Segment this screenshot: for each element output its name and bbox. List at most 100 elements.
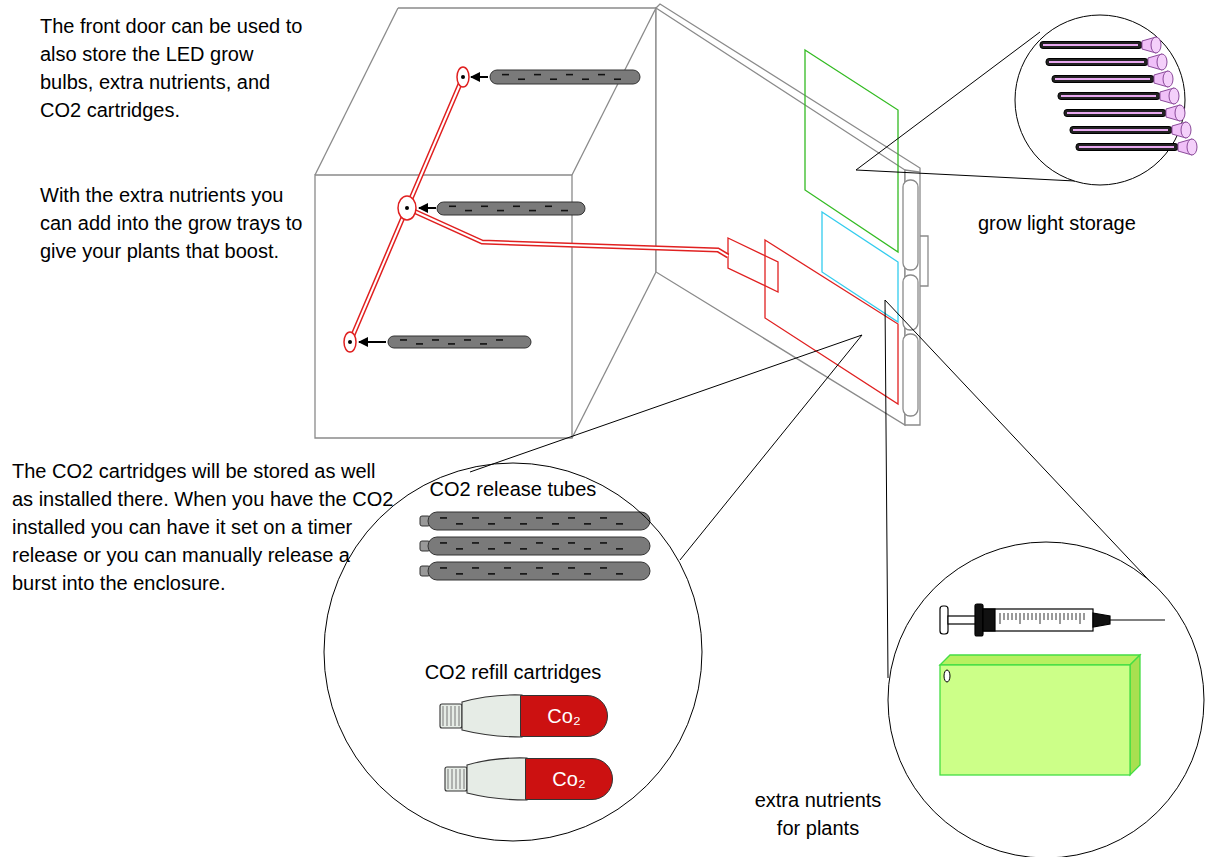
syringe (948, 616, 978, 624)
tube-hole (456, 523, 463, 525)
thread-line (460, 769, 461, 789)
tube-hole (529, 210, 536, 212)
enclosure-outline (315, 8, 398, 175)
front-door (920, 236, 928, 286)
tube-hole (600, 567, 607, 569)
scale-tick (1060, 613, 1061, 624)
scale-tick (1056, 613, 1057, 620)
callout-circle (1015, 15, 1185, 185)
cartridge-neck (440, 704, 462, 728)
tube-hole (488, 573, 495, 575)
scale-tick (1084, 613, 1085, 620)
tube-hole (504, 567, 511, 569)
thread-line (448, 769, 449, 789)
scale-tick (1024, 613, 1025, 620)
tube-hole (616, 548, 623, 550)
callout-heading: CO2 release tubes (323, 477, 703, 501)
tube-hole (614, 78, 621, 80)
scale-tick (1048, 613, 1049, 620)
front-door (903, 334, 918, 416)
tube-hole (568, 542, 575, 544)
scale-tick (1068, 613, 1069, 620)
bulb-body (1052, 76, 1154, 83)
syringe (983, 609, 1093, 631)
tube-body (428, 512, 650, 530)
leader-line (885, 300, 888, 678)
front-door (656, 8, 905, 425)
tube-hole (472, 542, 479, 544)
bulb-cap (1151, 37, 1161, 53)
front-door (903, 180, 918, 270)
description-text: The front door can be used to also store… (40, 12, 308, 124)
tube-hole (552, 573, 559, 575)
scale-tick (1036, 613, 1037, 620)
enclosure-outline (398, 7, 656, 8)
tube-hole (472, 517, 479, 519)
scale-tick (1020, 613, 1021, 624)
scale-tick (1044, 613, 1045, 620)
syringe-scale (1000, 613, 1084, 624)
tube-hole (536, 567, 543, 569)
nutrient-pack (944, 670, 950, 682)
bulb-body (1076, 144, 1178, 151)
note-box: grow light storage (978, 209, 1208, 237)
bulb-cap (1157, 54, 1167, 70)
syringe (983, 609, 995, 631)
bulb-body (1070, 127, 1172, 134)
tube-hole (582, 78, 589, 80)
thread-line (451, 706, 452, 726)
thread-line (456, 769, 457, 789)
scale-tick (1004, 613, 1005, 620)
tube-hole (550, 78, 557, 80)
callout-heading: CO2 refill cartridges (323, 660, 703, 684)
attach-arrow (419, 207, 436, 209)
tube-hole (568, 517, 575, 519)
tube-hole (496, 339, 503, 341)
scale-tick (1064, 613, 1065, 620)
tube-hole (584, 548, 591, 550)
tube-hole (616, 573, 623, 575)
tube-hole (400, 339, 407, 341)
cartridge-neck (467, 758, 527, 800)
tube-hole (552, 523, 559, 525)
bulb-body (1040, 42, 1142, 49)
scale-tick (1008, 613, 1009, 620)
tube-hole (456, 548, 463, 550)
bulb-glow (1079, 146, 1174, 148)
scale-tick (1028, 613, 1029, 620)
bulb-body (1046, 59, 1148, 66)
tube-hole (536, 542, 543, 544)
tube-body (428, 562, 650, 580)
tube-hole (568, 567, 575, 569)
syringe (940, 604, 1165, 636)
nutrient-pack (940, 655, 1140, 665)
scale-tick (1012, 613, 1013, 620)
front-door (656, 4, 920, 172)
tube-hole (504, 517, 511, 519)
nutrient-pack (940, 655, 1140, 775)
tube-hole (448, 343, 455, 345)
outlet-dot (348, 340, 352, 344)
callout-outline (323, 462, 703, 842)
tube-hole (513, 205, 520, 207)
scale-tick (1080, 613, 1081, 624)
tube-body (437, 202, 585, 215)
tube-hole (518, 78, 525, 80)
tube-body (490, 70, 640, 84)
cartridge-label: Co₂ (552, 767, 585, 791)
enclosure-outline (315, 8, 656, 438)
syringe (940, 606, 948, 634)
syringe (1093, 613, 1110, 627)
tube-hole (545, 205, 552, 207)
tube-hole (600, 542, 607, 544)
tube-hole (520, 548, 527, 550)
co2-cartridge: Co₂ (525, 758, 613, 800)
note-box: With the extra nutrients you can add int… (40, 181, 316, 265)
tube-hole (616, 523, 623, 525)
tube-hole (552, 548, 559, 550)
tube-hole (480, 343, 487, 345)
co2-outlet (344, 332, 356, 352)
leader-line (470, 335, 862, 472)
